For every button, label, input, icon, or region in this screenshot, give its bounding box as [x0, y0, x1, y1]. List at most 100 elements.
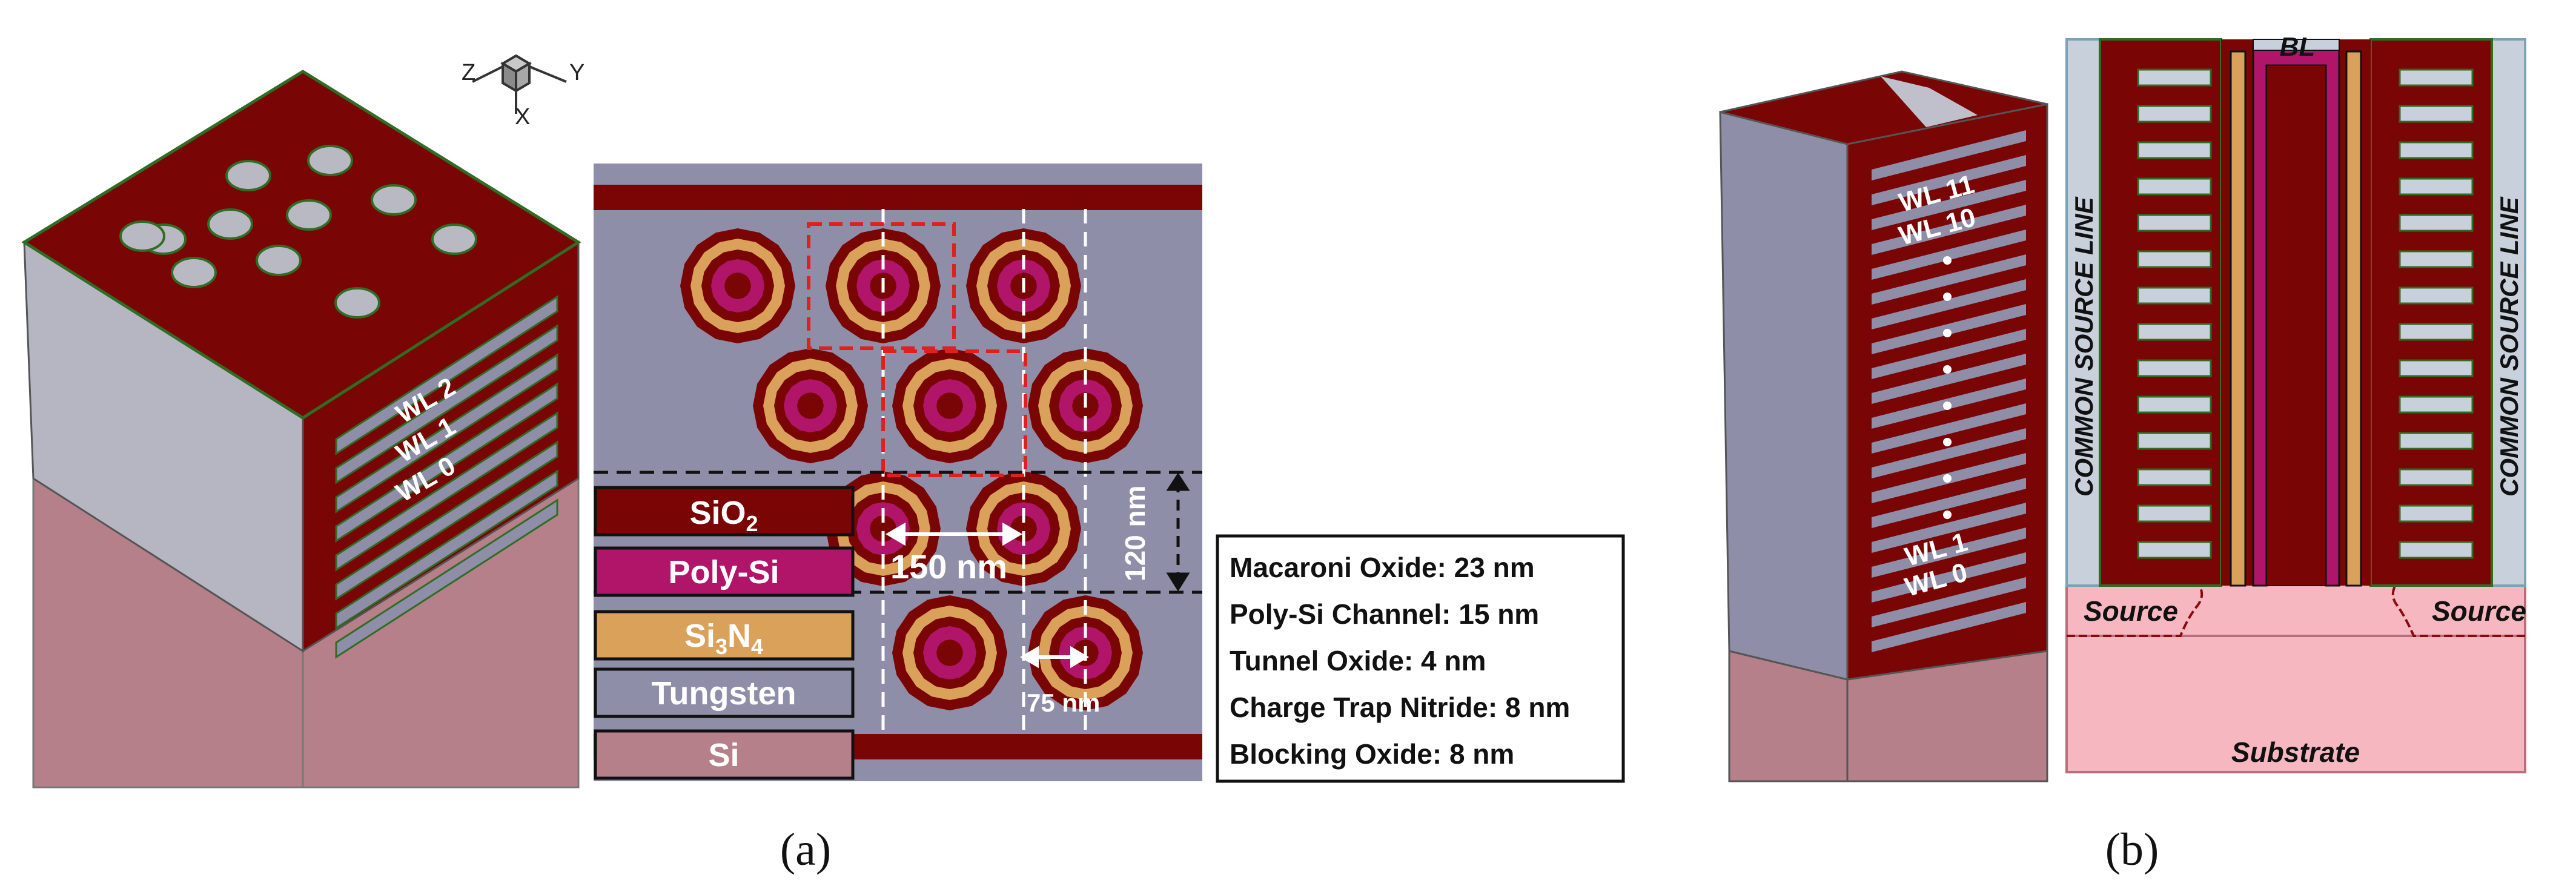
top-view-cells — [680, 228, 1143, 710]
caption-a: (a) — [780, 824, 831, 875]
cs-wordline-bar — [2399, 468, 2474, 486]
channel-cell — [892, 595, 1007, 710]
stack-wordline-slab — [1872, 503, 2026, 553]
block-3d: WL 2 WL 1 WL 0 — [21, 70, 581, 788]
cs-source-junction-right — [2391, 586, 2525, 637]
stack-wordline-slab — [1872, 403, 2026, 454]
pitch-x-label: 150 nm — [890, 547, 1007, 586]
cs-wordline-bar — [2137, 141, 2212, 159]
cs-source-left-label: Source — [2084, 595, 2178, 627]
ellipsis-dot — [1943, 402, 1952, 410]
block-wordline-slab — [335, 469, 558, 630]
legend-swatch-si3n4 — [594, 610, 855, 661]
cs-wordline-bar — [2399, 141, 2474, 159]
cs-stack-right — [2369, 38, 2493, 587]
spec-charge-trap-nitride: Charge Trap Nitride: 8 nm — [1230, 692, 1570, 723]
block-wordline-slab — [335, 324, 558, 484]
cs-wordline-bar — [2137, 250, 2212, 268]
block-wordline-slab — [335, 295, 558, 455]
cs-wordline-bar — [2399, 177, 2474, 196]
cs-wordline-bar — [2399, 286, 2474, 305]
block-wordline-slab — [335, 353, 558, 514]
stack-wordline-slab — [1872, 254, 2026, 305]
stack-wordline-slab — [1872, 354, 2026, 404]
ellipsis-dot — [1943, 329, 1952, 337]
cs-substrate-label: Substrate — [2231, 736, 2360, 768]
cs-bitline-label: BL — [2280, 32, 2316, 62]
offset-arrow — [1020, 646, 1089, 669]
spec-box-frame — [1216, 534, 1625, 783]
stack-wordline-slab — [1872, 552, 2026, 603]
legend-label-si: Si — [708, 737, 739, 773]
block-wordline-slab — [335, 498, 558, 659]
stack-top-face — [1720, 70, 2048, 145]
cs-csl-left-label: COMMON SOURCE LINE — [2070, 196, 2098, 497]
cross-section: BL COMMON SOURCE LINE COMMON SOURCE LINE… — [2065, 32, 2526, 773]
stack-wordline-slab — [1872, 577, 2026, 627]
channel-hole — [256, 245, 302, 276]
stack-wordline-slab — [1872, 130, 2026, 180]
cs-wordline-bar — [2399, 323, 2474, 341]
channel-cell — [966, 471, 1081, 586]
cs-nitride-left — [2230, 50, 2247, 587]
cs-wordline-bar — [2399, 359, 2474, 377]
pitch-x-arrow — [886, 522, 1022, 546]
stack-wordline-slab — [1872, 428, 2026, 478]
stack-wordline-slab — [1872, 478, 2026, 528]
cs-stack-left — [2099, 38, 2222, 587]
channel-cell — [892, 348, 1007, 463]
legend-swatch-sio2 — [594, 486, 855, 537]
axis-x-label: X — [515, 104, 530, 130]
stack-wordline-slab — [1872, 602, 2026, 652]
cs-wordline-bar — [2137, 177, 2212, 196]
legend-label-tungsten: Tungsten — [652, 675, 796, 712]
cs-wordline-bar — [2137, 359, 2212, 377]
stack-wordline-slab — [1872, 180, 2026, 230]
cs-source-junction-left — [2067, 586, 2204, 637]
top-view-slit-top — [594, 185, 1202, 210]
cs-wordline-bar — [2399, 395, 2474, 414]
legend-swatch-si — [594, 729, 855, 780]
cs-wordline-bar — [2399, 432, 2474, 450]
spec-tunnel-oxide: Tunnel Oxide: 4 nm — [1230, 645, 1486, 676]
cs-wordline-bar — [2137, 468, 2212, 486]
cell-ring — [936, 392, 963, 419]
offset-label: 75 nm — [1027, 689, 1100, 717]
cs-wordline-bar — [2137, 504, 2212, 523]
ellipsis-dot — [1943, 511, 1952, 519]
axis-triad — [472, 54, 567, 114]
pitch-y-arrow — [1166, 472, 1190, 592]
channel-hole — [371, 184, 417, 216]
cs-wordlines-left — [2137, 68, 2212, 559]
stack-wordline-slab — [1872, 329, 2026, 379]
channel-cell — [1028, 348, 1143, 463]
spec-box: Macaroni Oxide: 23 nm Poly-Si Channel: 1… — [1216, 534, 1625, 783]
cs-wordline-bar — [2137, 286, 2212, 305]
stack-top-slit — [1881, 76, 1978, 127]
channel-hole — [286, 199, 332, 231]
channel-cell — [680, 228, 795, 343]
legend-swatch-tungsten — [594, 667, 855, 718]
cs-wordline-bar — [2399, 504, 2474, 523]
axis-z-label: Z — [462, 60, 475, 85]
cs-wordline-bar — [2137, 432, 2212, 450]
cs-wordline-bar — [2137, 541, 2212, 559]
ellipsis-dot — [1943, 293, 1952, 301]
stack-3d: WL 11 WL 10 WL 1 WL 0 — [1719, 70, 2048, 782]
cs-csl-left — [2065, 38, 2101, 587]
block-wordline-slabs — [335, 295, 558, 659]
ellipsis-dot — [1943, 474, 1952, 483]
cs-source-right-label: Source — [2432, 595, 2526, 627]
legend-swatch-polysi — [594, 546, 855, 597]
pitch-y-label: 120 nm — [1119, 485, 1151, 581]
spec-macaroni-oxide: Macaroni Oxide: 23 nm — [1230, 552, 1535, 583]
cs-bitline — [2253, 39, 2340, 51]
caption-b: (b) — [2105, 824, 2159, 875]
cs-wordline-bar — [2137, 323, 2212, 341]
channel-hole — [207, 208, 253, 240]
channel-hole — [225, 160, 271, 191]
cs-wordline-bar — [2137, 214, 2212, 232]
legend-label-si3n4: Si3N4 — [684, 618, 763, 659]
stack-left-face — [1719, 111, 1849, 681]
